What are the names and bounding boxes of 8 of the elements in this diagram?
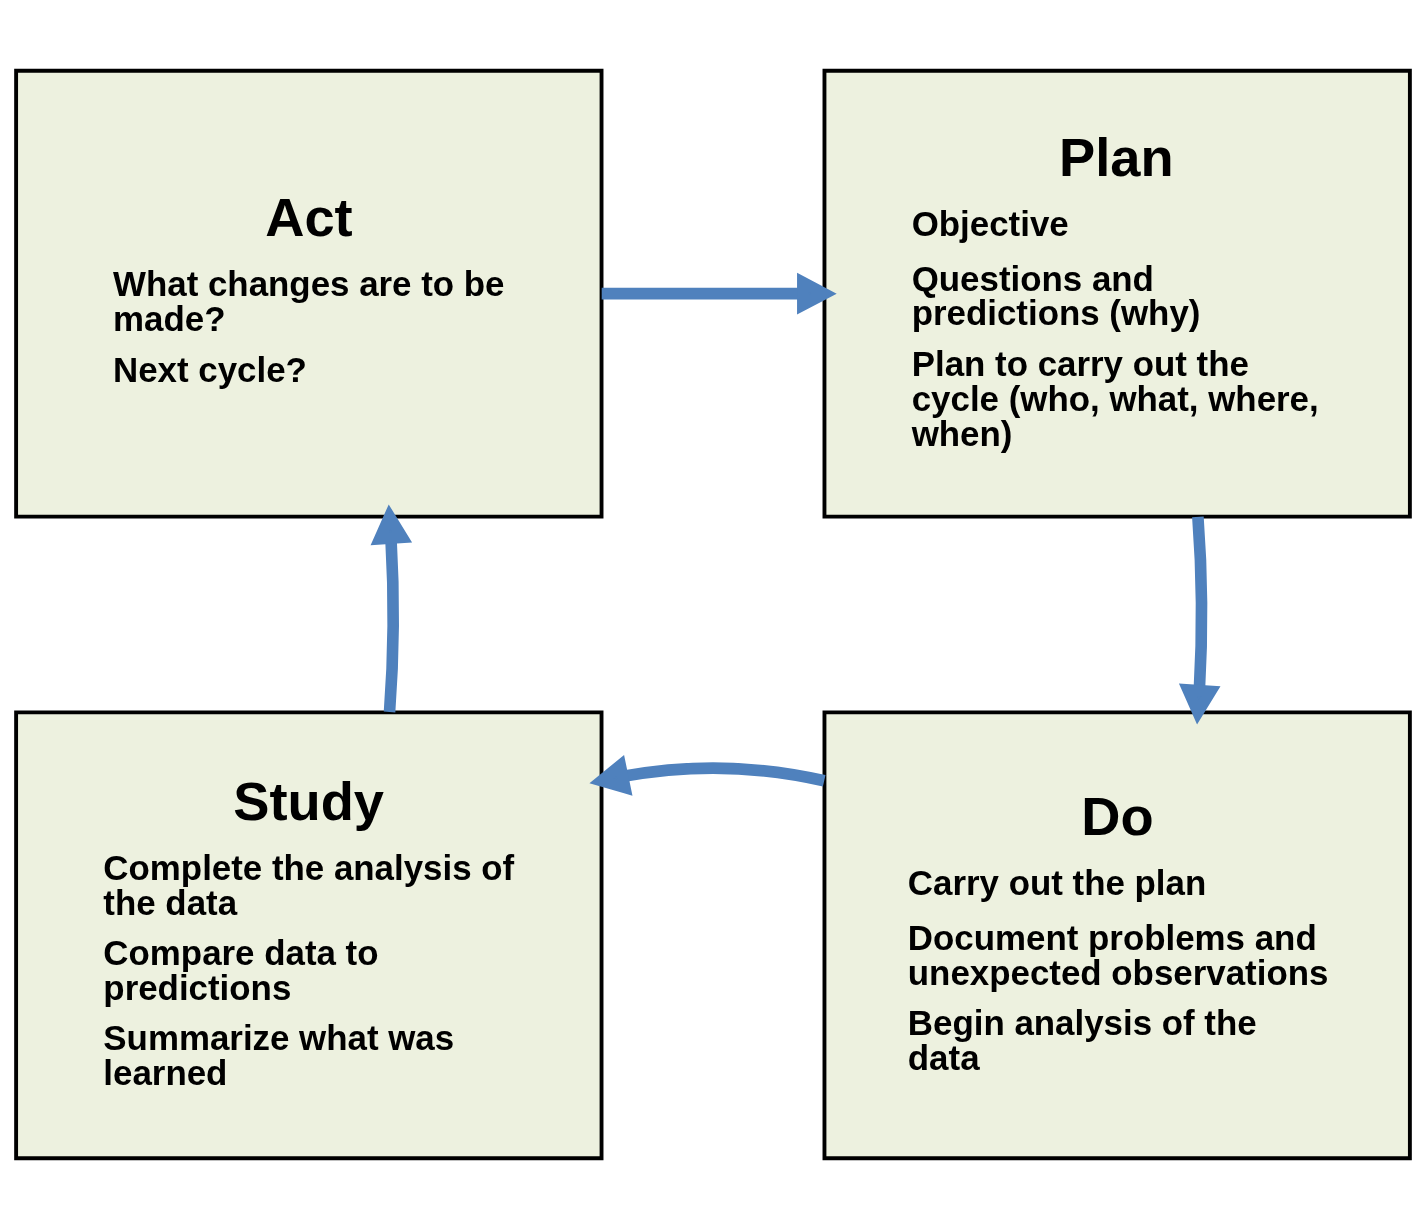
arrow	[1178, 516, 1221, 725]
node-box: Study Complete the analysis of the data Compare data to predictions Summarize what was learned	[14, 710, 604, 1161]
node-box: Act What changes are to be made? Next cycle?	[14, 68, 604, 519]
arrow	[589, 754, 826, 796]
arrow	[370, 504, 413, 713]
node-box: Plan Objective Questions and predictions (why) Plan to carry out the cycle (who, what, where, when)	[822, 68, 1412, 519]
arrow	[601, 272, 837, 315]
node-box: Do Carry out the plan Document problems and unexpected observations Begin analysis of the data	[822, 710, 1412, 1161]
